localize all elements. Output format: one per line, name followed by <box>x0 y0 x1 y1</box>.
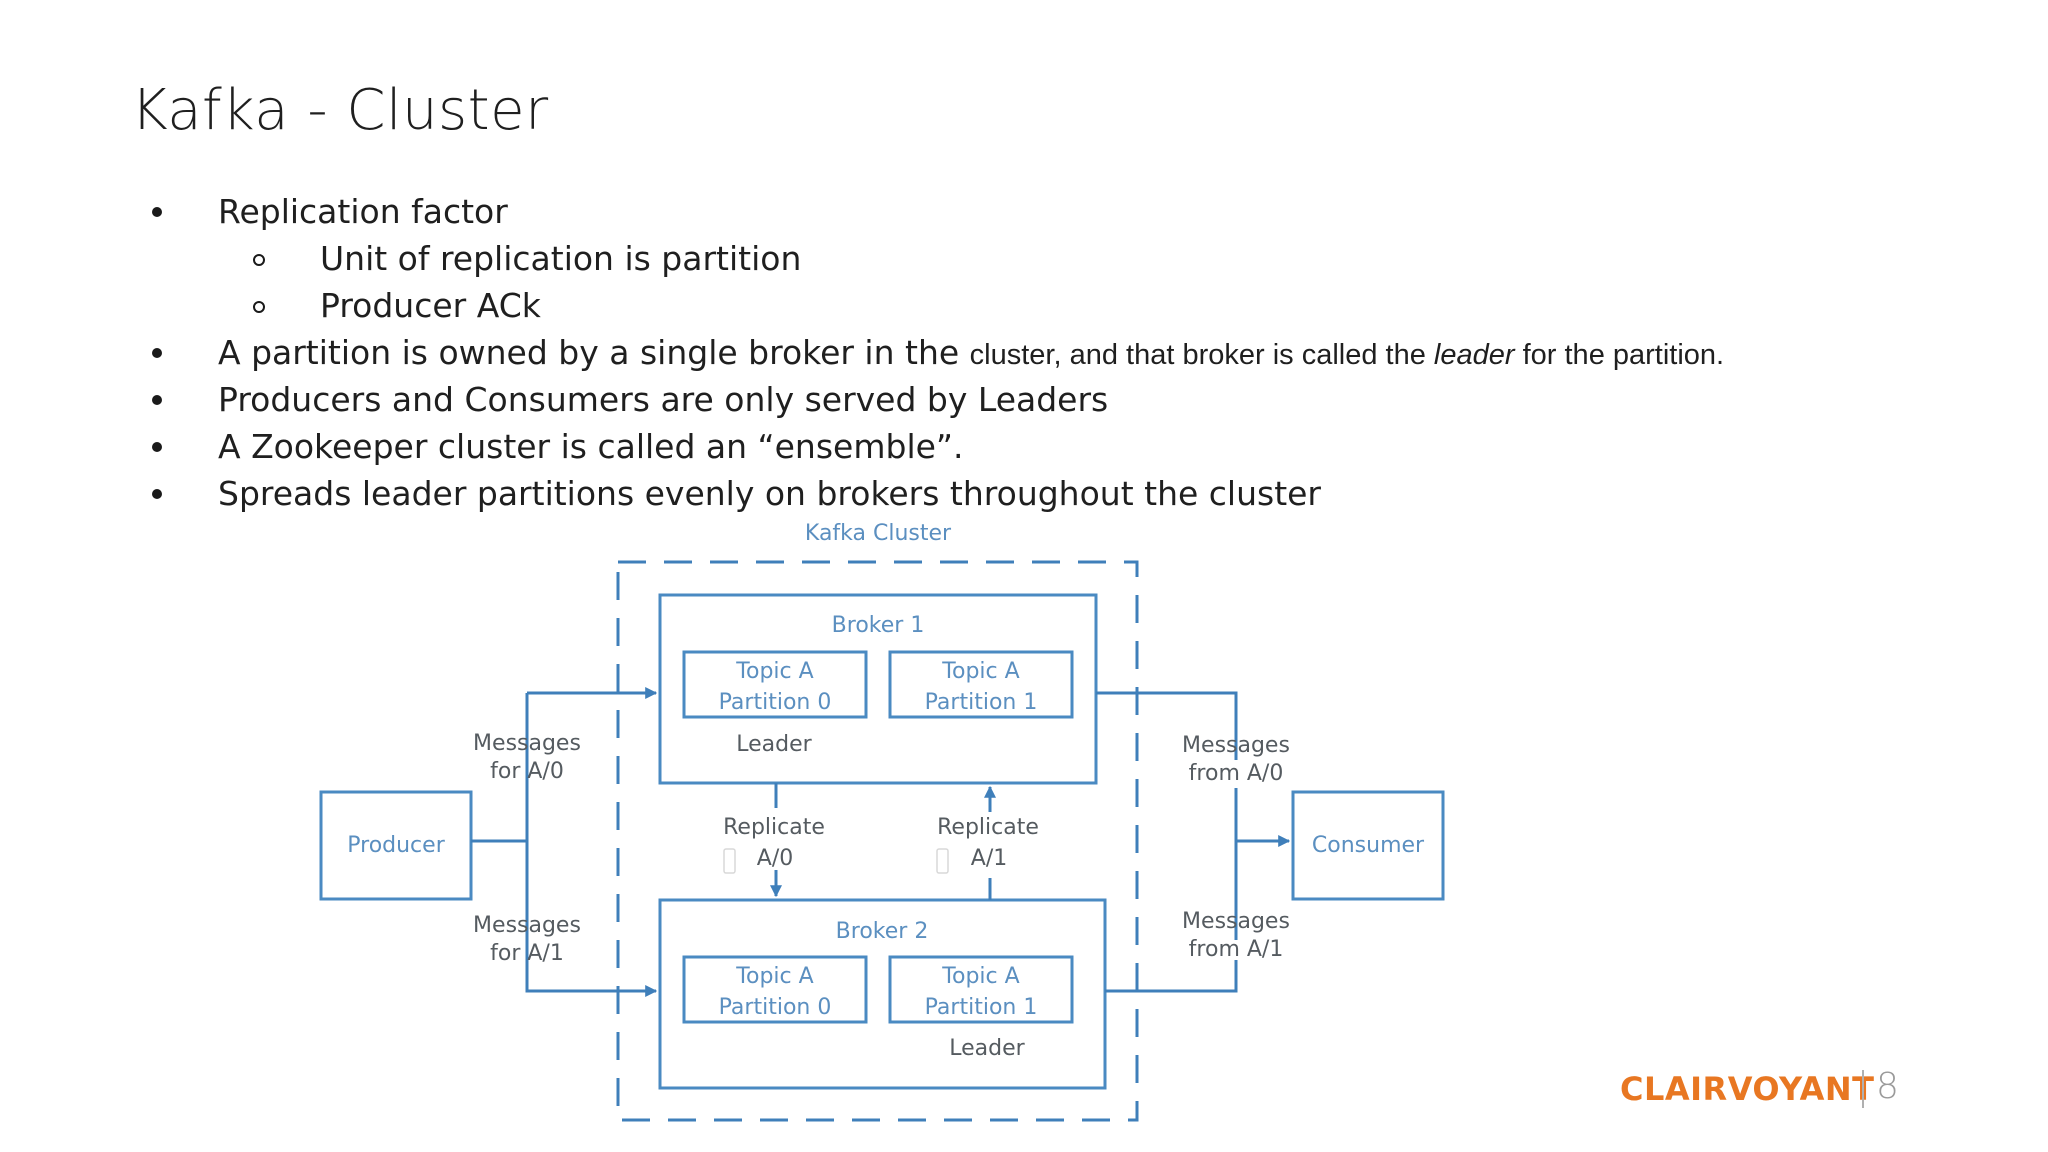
bullet-marker <box>152 395 162 405</box>
bullet-text-emphasis: leader <box>1433 339 1515 371</box>
connector-lines <box>471 687 1291 997</box>
msg-from-a1-line1: Messages <box>1182 909 1290 934</box>
sub-bullet-marker <box>253 254 265 266</box>
msg-from-a0-line1: Messages <box>1182 733 1290 758</box>
replicate-a0-line2: A/0 <box>757 846 793 871</box>
replicate-a1-line1: Replicate <box>937 815 1039 840</box>
bullet-marker <box>152 442 162 452</box>
clairvoyant-logo: CLAIRVOYANT <box>1620 1070 1875 1108</box>
arrow-to-broker-2 <box>525 958 658 997</box>
consumer-box <box>1291 790 1445 901</box>
msg-from-a1-line2: from A/1 <box>1189 937 1284 962</box>
broker-2-leader-label: Leader <box>949 1036 1025 1061</box>
broker-1-p0-topic: Topic A <box>735 659 813 684</box>
footer-divider <box>1862 1070 1864 1108</box>
bullet-served-by-leaders: Producers and Consumers are only served … <box>218 380 1109 419</box>
msg-from-a0-line2: from A/0 <box>1189 761 1284 786</box>
broker-1-leader-label: Leader <box>736 732 812 757</box>
bullet-text-part: for the partition. <box>1514 339 1725 371</box>
bullet-spreads-leaders: Spreads leader partitions evenly on brok… <box>218 474 1322 513</box>
broker-2: Broker 2 Topic A Partition 0 Topic A Par… <box>658 898 1107 1090</box>
broker-1-box <box>658 593 1098 785</box>
bullet-partition-owner: A partition is owned by a single broker … <box>218 333 1724 375</box>
producer-box <box>319 790 473 901</box>
kafka-cluster-boundary <box>616 560 1139 1122</box>
msg-for-a0-line1: Messages <box>473 731 581 756</box>
broker-1-label: Broker 1 <box>832 613 925 638</box>
cluster-label: Kafka Cluster <box>805 521 952 546</box>
broker-1-p1-topic: Topic A <box>941 659 1019 684</box>
bullet-replication-factor: Replication factor <box>218 192 508 231</box>
bullet-zookeeper-ensemble: A Zookeeper cluster is called an “ensemb… <box>218 427 964 466</box>
msg-for-a0-line2: for A/0 <box>490 759 564 784</box>
replicate-a0-glyph <box>723 848 736 874</box>
bullet-text-part: cluster, and that broker is called the <box>969 339 1434 371</box>
sub-bullet-unit-of-replication: Unit of replication is partition <box>320 239 802 278</box>
msg-for-a1-line2: for A/1 <box>490 941 564 966</box>
producer-label: Producer <box>347 833 445 858</box>
broker-2-out-line <box>1105 960 1238 993</box>
broker-2-label: Broker 2 <box>836 919 929 944</box>
bullet-marker <box>152 207 162 217</box>
broker-2-partition-0 <box>682 955 868 1024</box>
broker-1-partition-0 <box>682 650 868 719</box>
broker-1-p1-partition: Partition 1 <box>925 690 1038 715</box>
broker-2-p1-topic: Topic A <box>941 964 1019 989</box>
broker-1-partition-1 <box>888 650 1074 719</box>
consumer-label: Consumer <box>1312 833 1425 858</box>
bullet-text-part: A partition is owned by a single broker … <box>218 333 970 372</box>
bullet-marker <box>152 348 162 358</box>
replicate-a0-line1: Replicate <box>723 815 825 840</box>
slide-title: Kafka - Cluster <box>131 78 549 143</box>
broker-2-p0-topic: Topic A <box>735 964 813 989</box>
broker-2-box <box>658 898 1107 1090</box>
broker-2-p1-partition: Partition 1 <box>925 995 1038 1020</box>
bullet-marker <box>152 489 162 499</box>
sub-bullet-producer-ack: Producer ACk <box>320 286 541 325</box>
page-number: 8 <box>1876 1066 1899 1107</box>
broker-1-out-line <box>1096 691 1238 760</box>
broker-2-partition-1 <box>888 955 1074 1024</box>
sub-bullet-marker <box>253 301 265 313</box>
replicate-a1-line2: A/1 <box>971 846 1007 871</box>
broker-1-p0-partition: Partition 0 <box>719 690 832 715</box>
msg-for-a1-line1: Messages <box>473 913 581 938</box>
replicate-a1-glyph <box>936 848 949 874</box>
broker-2-p0-partition: Partition 0 <box>719 995 832 1020</box>
broker-1: Broker 1 Topic A Partition 0 Topic A Par… <box>658 593 1098 785</box>
